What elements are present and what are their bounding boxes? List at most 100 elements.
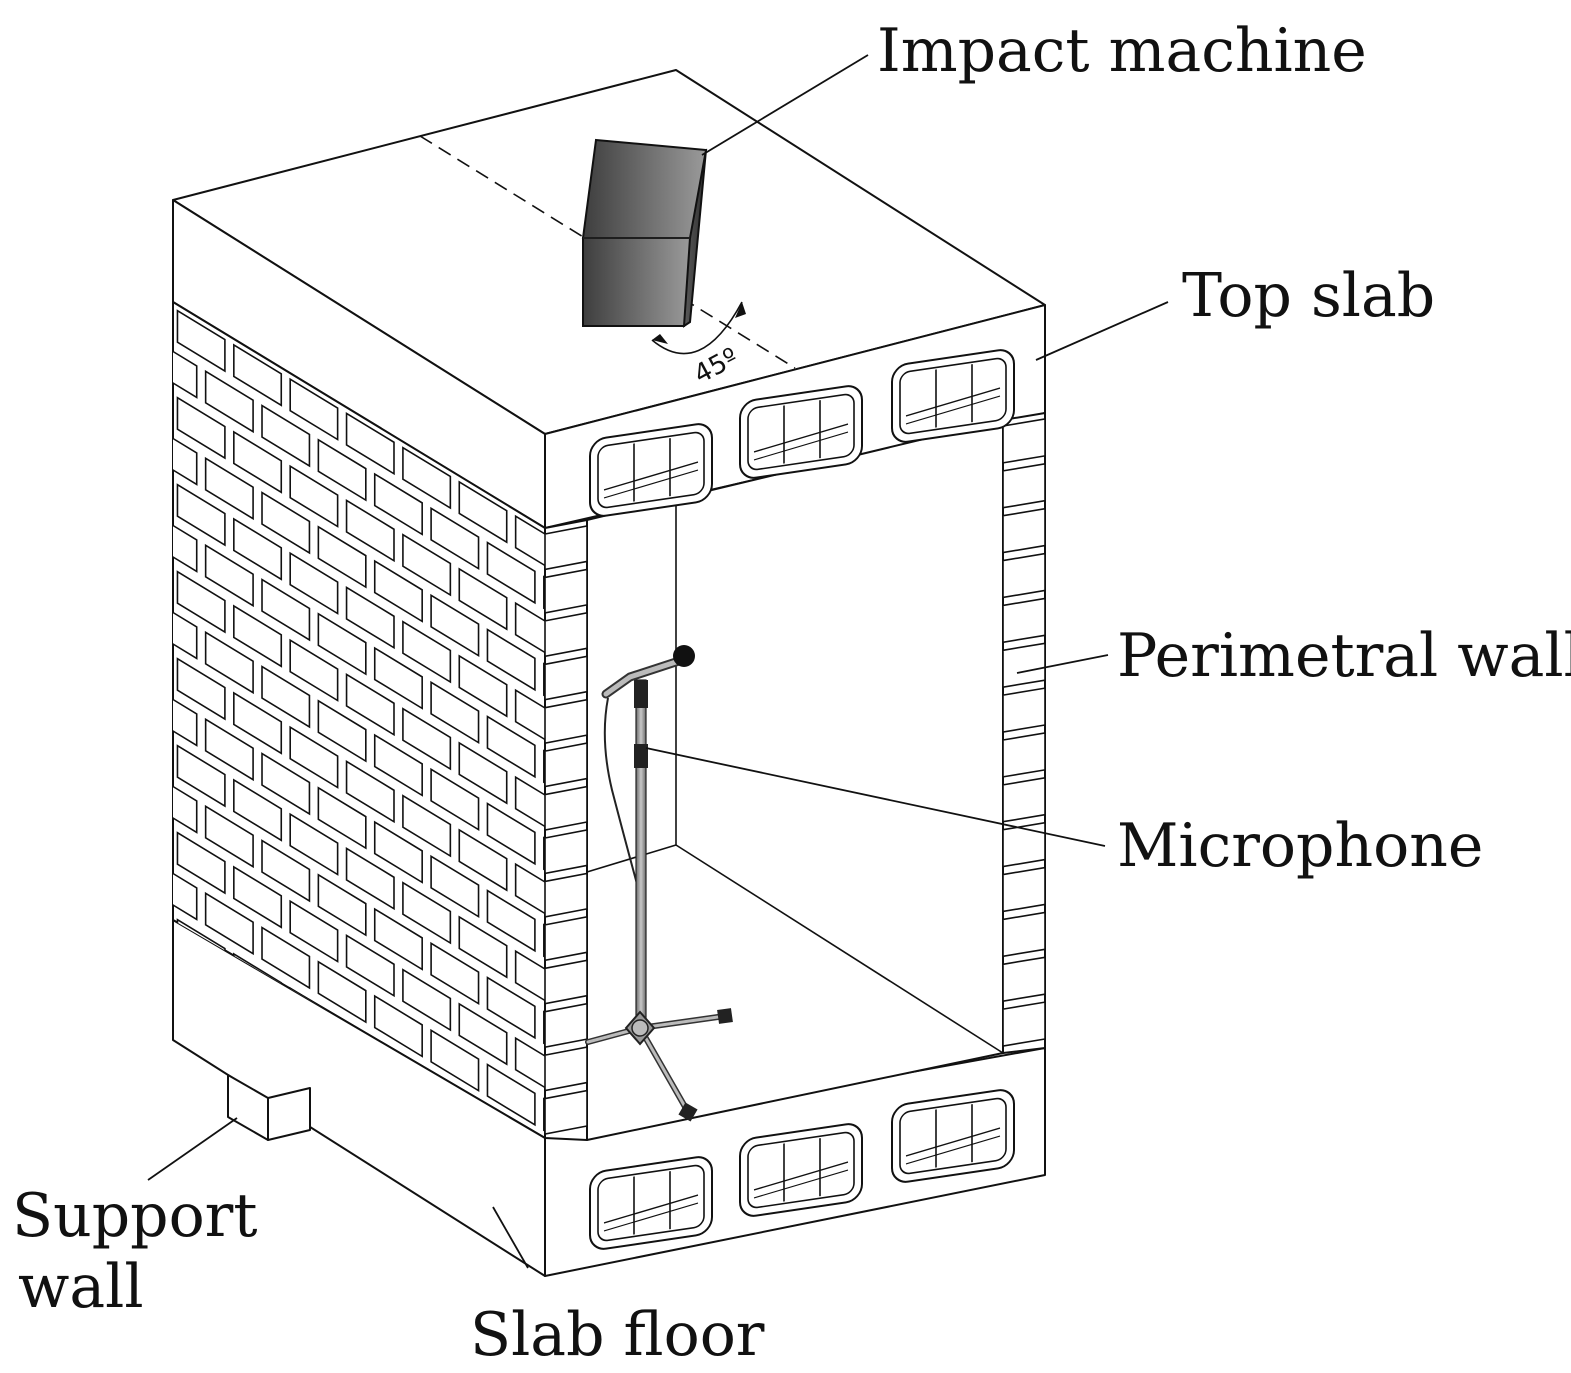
brick-end bbox=[1002, 821, 1046, 868]
brick bbox=[458, 567, 508, 631]
brick bbox=[514, 949, 545, 1013]
brick bbox=[402, 968, 452, 1032]
brick bbox=[514, 862, 545, 926]
hollow-block bbox=[739, 1123, 863, 1217]
brick bbox=[402, 533, 452, 597]
brick-end bbox=[1002, 956, 1046, 1003]
leader-lines bbox=[147, 54, 1169, 1269]
label-support-wall-line1: Support bbox=[12, 1181, 257, 1251]
brick bbox=[289, 377, 339, 441]
brick bbox=[121, 276, 168, 336]
brick bbox=[373, 472, 423, 536]
brick bbox=[543, 575, 545, 639]
brick bbox=[261, 578, 311, 642]
brick bbox=[486, 1063, 536, 1127]
brick bbox=[543, 923, 545, 987]
brick bbox=[458, 654, 508, 718]
brick bbox=[289, 812, 339, 876]
brick bbox=[514, 514, 545, 578]
label-impact-machine: Impact machine bbox=[877, 16, 1367, 86]
brick bbox=[317, 873, 367, 937]
brick-end bbox=[544, 655, 588, 701]
hollow-slab-cells bbox=[589, 349, 1015, 1250]
brick bbox=[173, 770, 198, 834]
brick bbox=[289, 725, 339, 789]
brick bbox=[458, 1002, 508, 1066]
brick-end bbox=[1002, 866, 1046, 913]
brick bbox=[176, 831, 226, 895]
brick bbox=[261, 839, 311, 903]
brick bbox=[233, 430, 283, 494]
brick bbox=[514, 688, 545, 752]
label-microphone: Microphone bbox=[1117, 811, 1483, 881]
brick bbox=[121, 363, 168, 423]
brick bbox=[289, 638, 339, 702]
brick-end bbox=[544, 829, 588, 875]
brick bbox=[289, 899, 339, 963]
brick bbox=[486, 628, 536, 692]
brick bbox=[543, 1010, 545, 1074]
brick bbox=[458, 741, 508, 805]
brick bbox=[317, 525, 367, 589]
brick-end bbox=[544, 1046, 588, 1092]
brick bbox=[514, 775, 545, 839]
brick bbox=[261, 491, 311, 555]
brick bbox=[345, 499, 395, 563]
brick bbox=[261, 404, 311, 468]
brick bbox=[514, 1036, 545, 1100]
brick bbox=[430, 1028, 480, 1093]
brick-end bbox=[1002, 687, 1046, 733]
brick bbox=[317, 960, 367, 1024]
brick bbox=[486, 541, 536, 605]
brick bbox=[121, 537, 168, 597]
brick bbox=[173, 857, 198, 921]
brick bbox=[289, 464, 339, 528]
brick bbox=[373, 559, 423, 623]
brick bbox=[176, 744, 226, 808]
brick bbox=[121, 624, 168, 684]
brick-end bbox=[544, 568, 588, 614]
brick bbox=[317, 786, 367, 850]
brick bbox=[458, 480, 508, 544]
brick-end bbox=[1002, 776, 1046, 823]
brick bbox=[173, 422, 198, 486]
brick bbox=[486, 715, 536, 779]
brick bbox=[402, 446, 452, 510]
brick-end bbox=[1002, 462, 1046, 509]
brick bbox=[430, 593, 480, 658]
brick bbox=[176, 309, 226, 373]
labels: Impact machine Top slab Perimetral wall … bbox=[12, 16, 1571, 1370]
brick bbox=[233, 517, 283, 581]
brick bbox=[345, 760, 395, 824]
brick-end bbox=[1002, 1001, 1046, 1047]
brick bbox=[345, 412, 395, 476]
brick bbox=[402, 881, 452, 945]
brick bbox=[204, 630, 254, 695]
brick bbox=[345, 934, 395, 998]
brick-end bbox=[544, 915, 588, 962]
brick bbox=[173, 596, 198, 660]
brick bbox=[514, 601, 545, 665]
brick bbox=[233, 691, 283, 755]
brick-end bbox=[544, 611, 588, 658]
brick bbox=[121, 711, 168, 771]
brick bbox=[430, 854, 480, 919]
brick-end bbox=[544, 742, 588, 788]
brick-end bbox=[1002, 597, 1046, 644]
brick bbox=[176, 657, 226, 721]
label-support-wall-line2: wall bbox=[18, 1252, 144, 1322]
brick bbox=[458, 828, 508, 892]
brick bbox=[173, 335, 198, 399]
brick bbox=[373, 646, 423, 710]
left-pier-brick-ends bbox=[544, 525, 588, 1135]
brick bbox=[261, 926, 311, 990]
brick bbox=[233, 604, 283, 668]
brick bbox=[233, 343, 283, 407]
brick-end bbox=[1002, 507, 1046, 554]
brick-end bbox=[544, 1089, 588, 1135]
label-slab-floor: Slab floor bbox=[470, 1300, 765, 1370]
brick bbox=[204, 456, 254, 521]
brick bbox=[486, 889, 536, 953]
label-top-slab: Top slab bbox=[1182, 261, 1435, 331]
